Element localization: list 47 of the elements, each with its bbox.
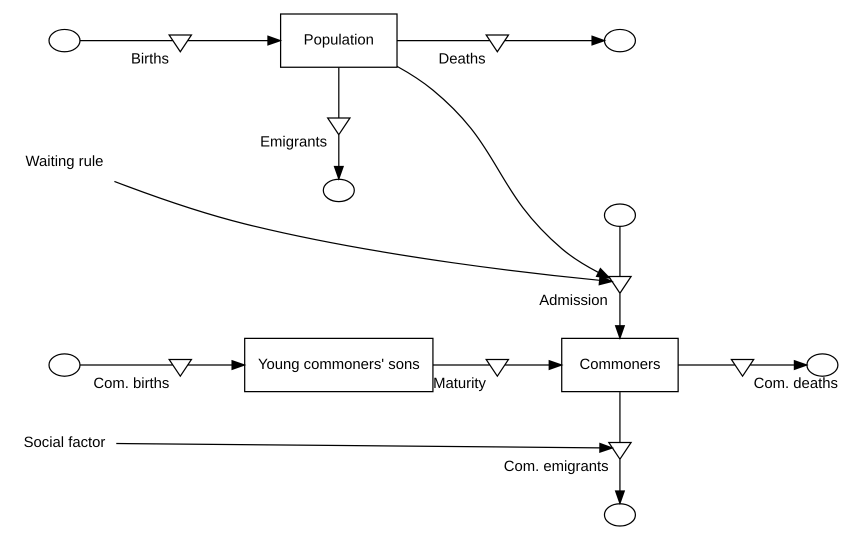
node-label: Com. deaths [754, 376, 838, 392]
arrow [614, 458, 626, 505]
arrow [114, 180, 614, 285]
node-valve [485, 34, 510, 52]
node-cloud [604, 28, 636, 52]
connector [433, 364, 490, 366]
node-box: Young commoners' sons [244, 337, 434, 392]
arrow [505, 359, 564, 370]
node-text: Waiting rule [26, 153, 104, 170]
node-cloud [806, 352, 839, 376]
connector [678, 364, 735, 366]
arrow [614, 292, 626, 340]
arrow [334, 134, 344, 180]
connector [80, 364, 173, 366]
node-valve [168, 34, 193, 52]
node-valve [608, 441, 632, 460]
arrow [505, 34, 606, 46]
connector [338, 67, 340, 118]
node-label: Maturity [433, 376, 486, 392]
node-cloud [48, 352, 81, 376]
connector [397, 39, 490, 41]
node-valve [608, 275, 632, 294]
node-cloud [604, 502, 636, 526]
node-cloud [322, 178, 355, 202]
node-label: Deaths [438, 51, 486, 68]
node-text: Social factor [24, 434, 106, 450]
node-cloud [604, 202, 636, 226]
arrow [750, 359, 809, 370]
connector [619, 226, 621, 276]
node-valve [168, 358, 193, 377]
node-box: Commoners [561, 337, 679, 392]
node-label: Com. emigrants [504, 458, 609, 475]
arrow [116, 442, 614, 453]
node-valve [326, 116, 352, 136]
connector [80, 39, 173, 41]
node-label: Emigrants [260, 134, 328, 150]
arrow [188, 359, 246, 370]
node-valve [485, 358, 510, 377]
arrow [188, 34, 282, 46]
node-label: Births [130, 51, 169, 68]
node-label: Com. births [93, 376, 170, 392]
connector [619, 392, 621, 442]
node-label: Admission [539, 292, 608, 309]
arrow [397, 65, 612, 278]
node-valve [730, 358, 755, 377]
node-box: Population [280, 12, 398, 68]
node-cloud [48, 28, 81, 52]
